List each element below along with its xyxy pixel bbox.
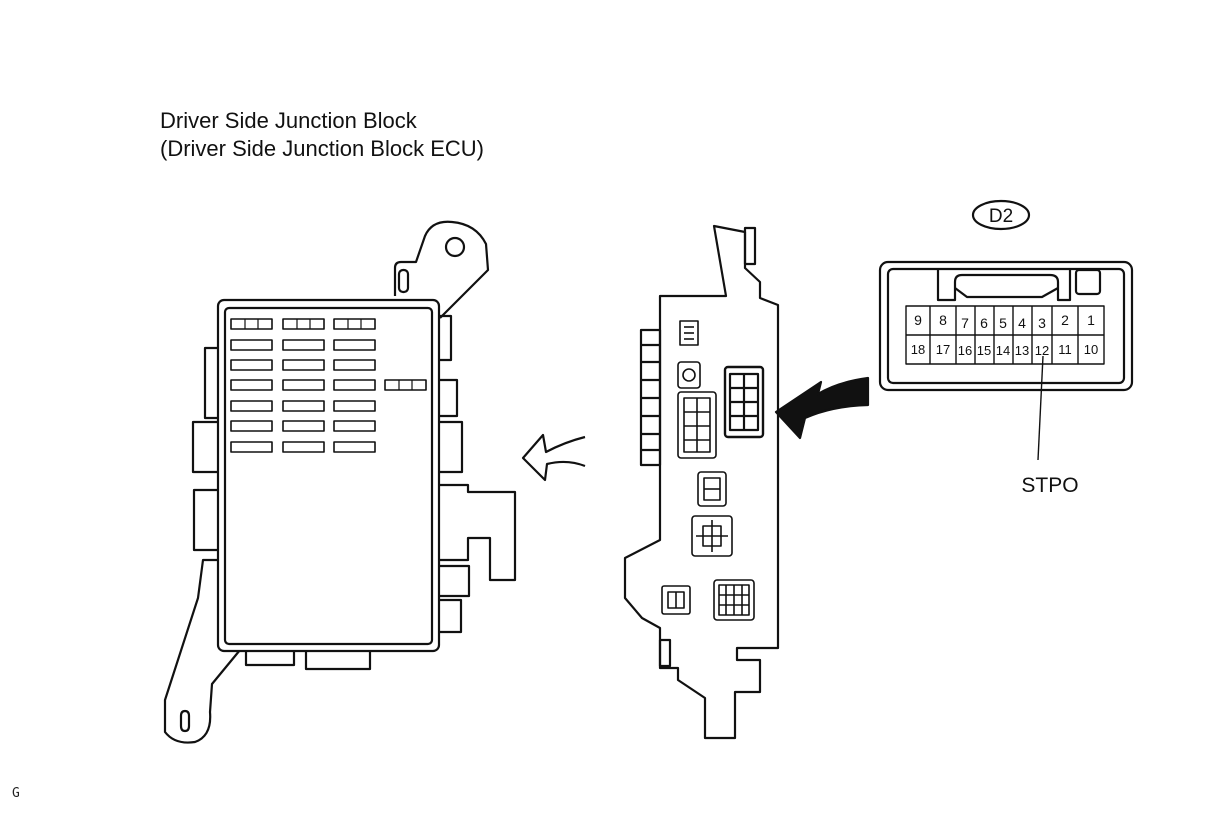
pin-5: 5 bbox=[999, 315, 1007, 331]
pin-7: 7 bbox=[961, 315, 969, 331]
pin-numbers-bottom-row: 18 17 16 15 14 13 12 11 10 bbox=[911, 342, 1098, 358]
d2-connector-face bbox=[878, 199, 1134, 461]
pin-4: 4 bbox=[1018, 315, 1026, 331]
pin-15: 15 bbox=[977, 343, 991, 358]
pin-8: 8 bbox=[939, 312, 947, 328]
pin-12: 12 bbox=[1035, 343, 1049, 358]
junction-block-front-view bbox=[163, 220, 517, 744]
connector-id-badge bbox=[971, 199, 1031, 231]
d2-connector-location bbox=[723, 365, 765, 439]
junction-block-side-view bbox=[623, 224, 780, 740]
figure-code: G bbox=[12, 786, 20, 801]
pin-numbers-top-row: 9 8 7 6 5 4 3 2 1 bbox=[914, 312, 1095, 331]
pin-14: 14 bbox=[996, 343, 1010, 358]
pin-6: 6 bbox=[980, 315, 988, 331]
pin-3: 3 bbox=[1038, 315, 1046, 331]
stpo-callout-label: STPO bbox=[1021, 474, 1078, 497]
pin-13: 13 bbox=[1015, 343, 1029, 358]
location-arrow bbox=[774, 376, 870, 440]
connector-id-label: D2 bbox=[989, 206, 1013, 227]
pin-9: 9 bbox=[914, 312, 922, 328]
pin-1: 1 bbox=[1087, 312, 1095, 328]
pin-11: 11 bbox=[1058, 342, 1072, 357]
pin-16: 16 bbox=[958, 343, 972, 358]
pin-18: 18 bbox=[911, 342, 925, 357]
diagram-title: Driver Side Junction Block bbox=[160, 108, 417, 133]
pin-10: 10 bbox=[1084, 342, 1098, 357]
view-direction-arrow bbox=[521, 433, 586, 482]
pin-2: 2 bbox=[1061, 312, 1069, 328]
pin-17: 17 bbox=[936, 342, 950, 357]
diagram-subtitle: (Driver Side Junction Block ECU) bbox=[160, 136, 484, 161]
